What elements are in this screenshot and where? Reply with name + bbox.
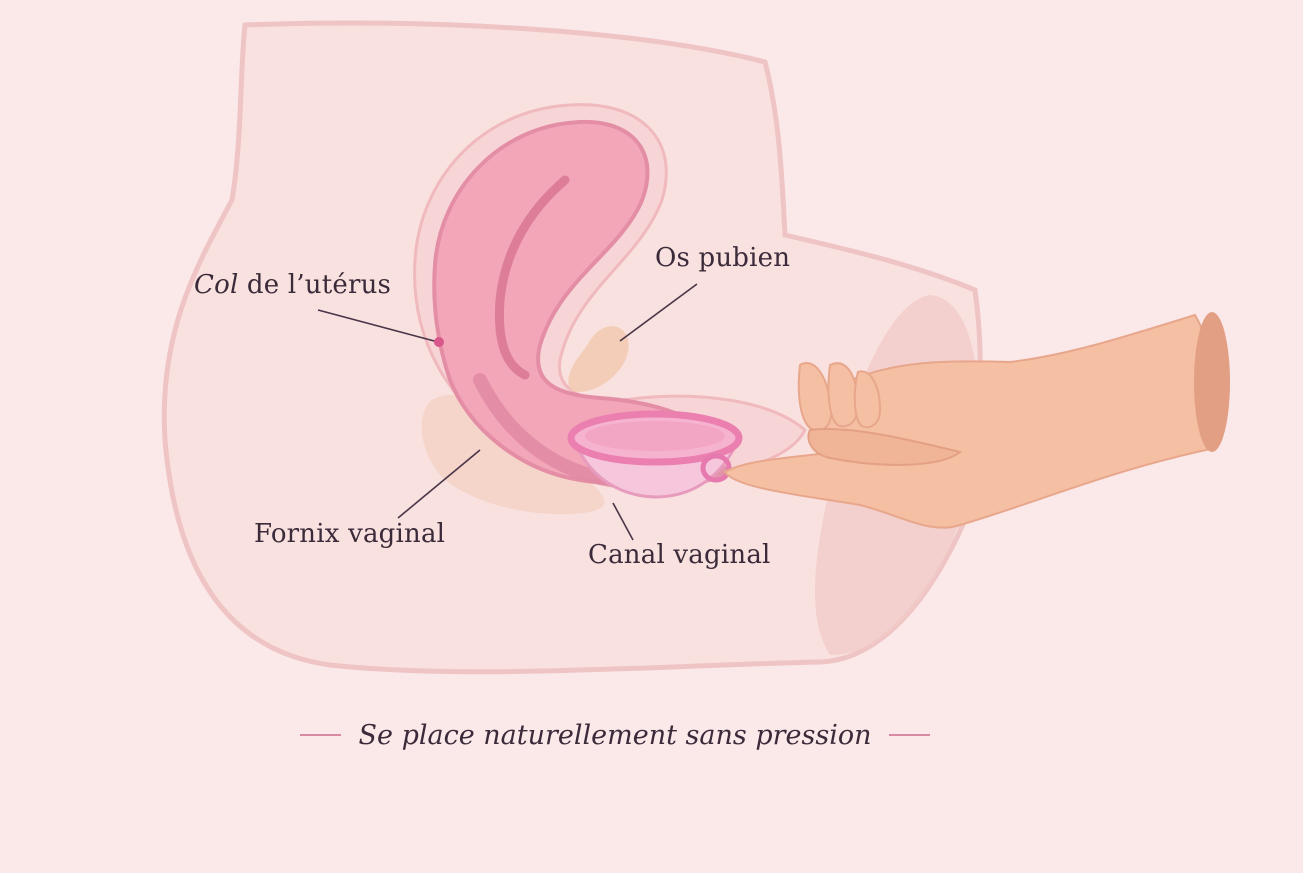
label-vaginal-fornix: Fornix vaginal <box>254 519 446 549</box>
label-cervix: Col de l’utérus <box>194 270 391 300</box>
leader-fornix <box>397 449 481 519</box>
caption-line-left <box>300 734 341 736</box>
hand-icon <box>723 312 1230 529</box>
leader-cervix <box>317 309 439 343</box>
caption: Se place naturellement sans pression <box>300 712 930 758</box>
cervix-marker <box>434 337 444 347</box>
leader-canal <box>612 502 634 541</box>
pubic-bone <box>568 326 629 392</box>
caption-line-right <box>889 734 930 736</box>
label-pubic-bone: Os pubien <box>655 243 791 273</box>
menstrual-cup-icon <box>567 410 743 499</box>
leader-pubic-bone <box>619 283 698 342</box>
label-cervix-rest: de l’utérus <box>238 270 392 300</box>
body-silhouette <box>161 20 983 675</box>
caption-text: Se place naturellement sans pression <box>358 719 872 751</box>
label-cervix-italic: Col <box>194 270 239 300</box>
uterus <box>432 119 723 485</box>
uterine-cavity <box>494 175 570 380</box>
label-vaginal-canal: Canal vaginal <box>588 540 771 570</box>
